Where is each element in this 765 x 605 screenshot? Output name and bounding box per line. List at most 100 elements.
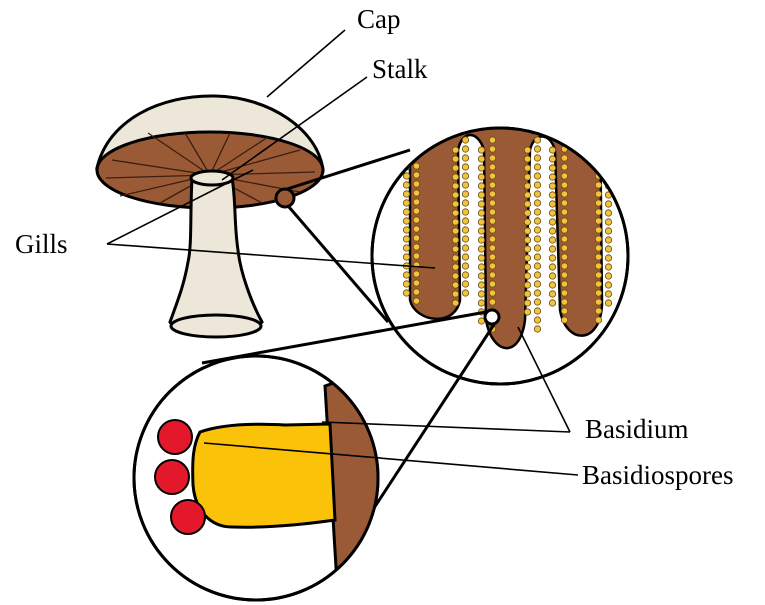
- gill-spore-dot: [561, 281, 567, 287]
- gill-spore-dot: [549, 300, 555, 306]
- gill-spore-dot: [478, 165, 484, 171]
- gill-spore-dot: [403, 245, 409, 251]
- gill-spore-dot: [478, 264, 484, 270]
- gill-spore-dot: [413, 289, 419, 295]
- gill-spore-dot: [605, 210, 611, 216]
- gill-spore-dot: [489, 173, 495, 179]
- gill-spore-dot: [489, 218, 495, 224]
- gill-spore-dot: [524, 228, 530, 234]
- gill-spore-dot: [452, 291, 458, 297]
- gill-spore-dot: [595, 254, 601, 260]
- gill-spore-dot: [403, 191, 409, 197]
- gill-strips: [410, 110, 602, 348]
- gill-spore-dot: [595, 191, 601, 197]
- gill-spore-dot: [413, 271, 419, 277]
- gill-spore-dot: [489, 272, 495, 278]
- gill-spore-dot: [462, 173, 468, 179]
- gill-spore-dot: [403, 182, 409, 188]
- gill-spore-dot: [524, 219, 530, 225]
- gill-spore-dot: [561, 263, 567, 269]
- gill-spore-dot: [413, 244, 419, 250]
- gill-spore-dot: [478, 237, 484, 243]
- gill-spore-dot: [478, 291, 484, 297]
- gill-spore-dot: [452, 156, 458, 162]
- gill-spore-dot: [534, 308, 540, 314]
- gill-spore-dot: [452, 219, 458, 225]
- basidium-zoom-point: [485, 310, 499, 324]
- gill-spore-dot: [403, 254, 409, 260]
- gill-spore-dot: [605, 165, 611, 171]
- gill-spore-dot: [549, 291, 555, 297]
- gill-spore-dot: [549, 237, 555, 243]
- gill-spore-dot: [462, 209, 468, 215]
- gill-spore-dot: [534, 290, 540, 296]
- gill-spore-dot: [478, 228, 484, 234]
- gill-spore-dot: [462, 272, 468, 278]
- gill-spore-dot: [462, 236, 468, 242]
- gill-spore-dot: [489, 146, 495, 152]
- label-basidiospores: Basidiospores: [582, 460, 734, 490]
- gill-spore-dot: [549, 201, 555, 207]
- gill-spore-dot: [403, 236, 409, 242]
- gill-spore-dot: [561, 290, 567, 296]
- gill-spore-dot: [452, 237, 458, 243]
- gill-spore-dot: [561, 308, 567, 314]
- gill-spore-dot: [403, 173, 409, 179]
- basidiospore: [171, 500, 205, 534]
- gill-spore-dot: [595, 182, 601, 188]
- gill-spore-dot: [403, 290, 409, 296]
- gill-spore-dot: [403, 227, 409, 233]
- gill-spore-dot: [524, 192, 530, 198]
- gill-spore-dot: [524, 201, 530, 207]
- gill-spore-dot: [462, 254, 468, 260]
- gill-spore-dot: [534, 200, 540, 206]
- gill-spore-dot: [605, 246, 611, 252]
- gill-spore-dot: [524, 282, 530, 288]
- gill-spore-dot: [524, 291, 530, 297]
- gill-spore-dot: [549, 246, 555, 252]
- gill-spore-dot: [605, 201, 611, 207]
- gill-spore-dot: [534, 272, 540, 278]
- gill-spore-dot: [452, 273, 458, 279]
- gill-spore-dot: [478, 192, 484, 198]
- gill-spore-dot: [452, 246, 458, 252]
- gill-spore-dot: [549, 228, 555, 234]
- gill-spore-dot: [489, 299, 495, 305]
- gill-zoom-point: [276, 189, 294, 207]
- gill-spore-dot: [478, 147, 484, 153]
- gill-spore-dot: [524, 255, 530, 261]
- gill-spore-dot: [595, 281, 601, 287]
- gill-spore-dot: [561, 155, 567, 161]
- gill-spore-dot: [452, 282, 458, 288]
- gill-spore-dot: [595, 236, 601, 242]
- gill-spore-dot: [595, 272, 601, 278]
- basidiospore: [158, 420, 192, 454]
- gill-spore-dot: [534, 164, 540, 170]
- gill-spore-dot: [561, 164, 567, 170]
- basidium-cell: [193, 424, 335, 527]
- gill-spore-dot: [534, 281, 540, 287]
- gill-spore-dot: [595, 290, 601, 296]
- gill-spore-dot: [595, 146, 601, 152]
- gill-spore-dot: [605, 237, 611, 243]
- basidiospore: [155, 460, 189, 494]
- gill-spore-dot: [489, 254, 495, 260]
- gill-spore-dot: [595, 263, 601, 269]
- gill-spore-dot: [561, 299, 567, 305]
- gill-spore-dot: [605, 156, 611, 162]
- gill-spore-dot: [489, 191, 495, 197]
- gill-spore-dot: [489, 155, 495, 161]
- gill-spore-dot: [478, 282, 484, 288]
- gill-spore-dot: [452, 201, 458, 207]
- gill-spore-dot: [462, 227, 468, 233]
- gill-spore-dot: [413, 163, 419, 169]
- gill-spore-dot: [561, 236, 567, 242]
- gill-spore-dot: [489, 245, 495, 251]
- gill-spore-dot: [489, 164, 495, 170]
- gill-spore-dot: [462, 164, 468, 170]
- gill-spore-dot: [462, 155, 468, 161]
- gill-spore-dot: [534, 173, 540, 179]
- gill-spore-dot: [489, 290, 495, 296]
- label-basidium: Basidium: [585, 414, 689, 444]
- gill-spore-dot: [413, 199, 419, 205]
